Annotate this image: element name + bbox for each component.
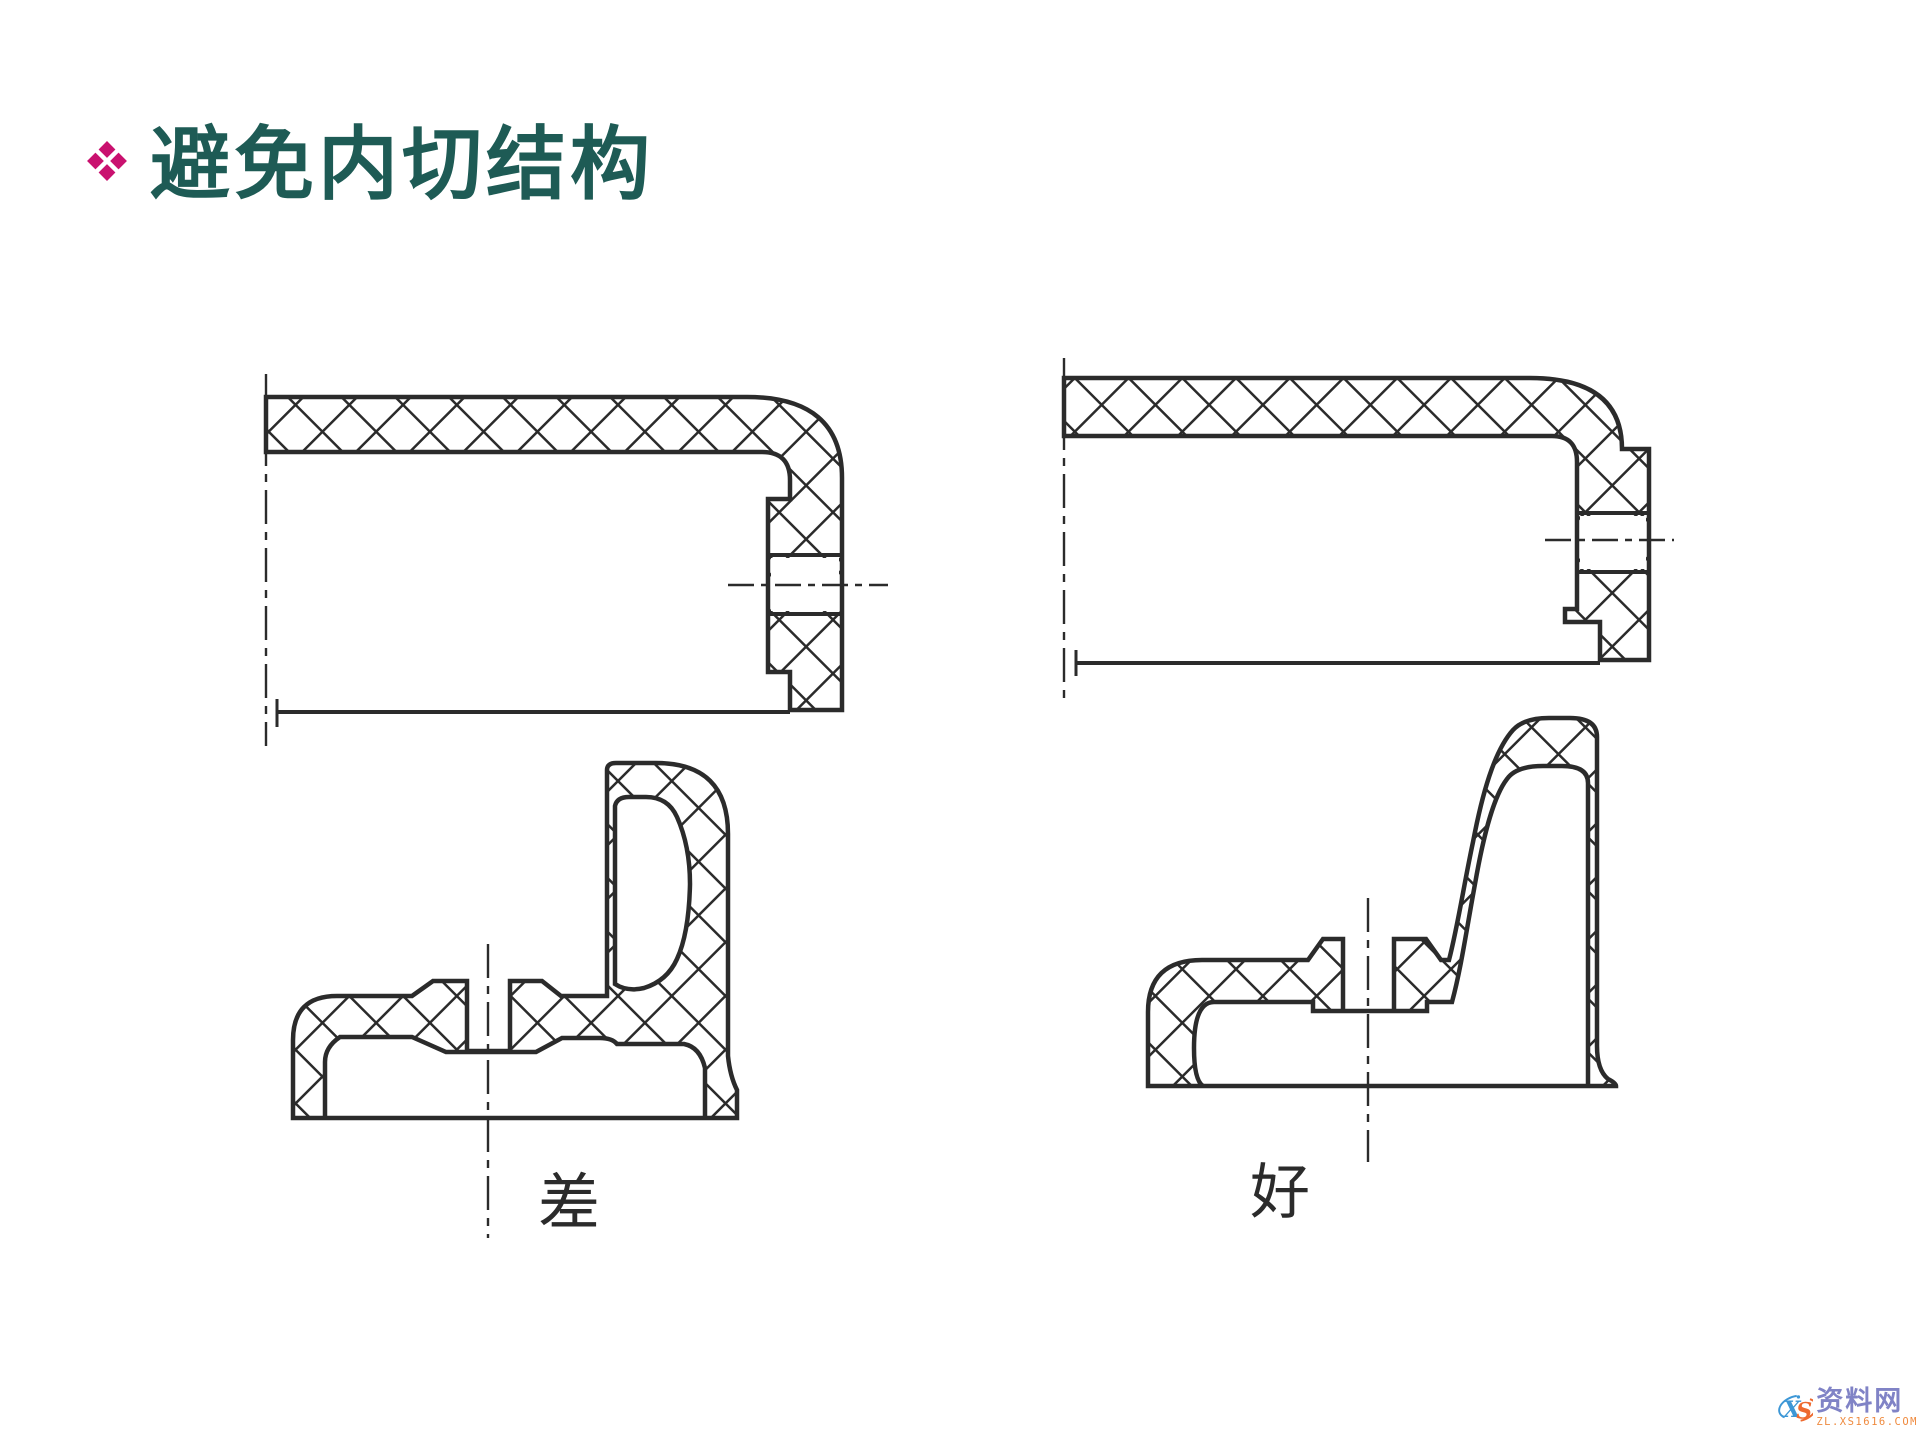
hole-opening — [1580, 516, 1646, 569]
title-row: 避免内切结构 — [0, 0, 1920, 230]
watermark-text: 资料网 ZL.XS1616.COM — [1816, 1388, 1918, 1428]
watermark: X S 资料网 ZL.XS1616.COM — [1778, 1378, 1918, 1438]
watermark-logo-icon: X S — [1778, 1394, 1814, 1424]
page-title: 避免内切结构 — [150, 120, 654, 209]
part-section — [290, 760, 740, 1121]
diamond-bullet-icon — [87, 141, 127, 181]
drawing-bottom-left-bad — [290, 760, 740, 1238]
drawing-top-left-bad — [263, 374, 888, 746]
hole-edges — [768, 553, 842, 616]
watermark-x-letter: X — [1782, 1397, 1802, 1423]
watermark-site-url: ZL.XS1616.COM — [1816, 1416, 1918, 1429]
label-good: 好 — [1250, 1158, 1310, 1228]
hole-edges — [1577, 511, 1649, 574]
watermark-s-letter: S — [1796, 1398, 1812, 1424]
watermark-site-name: 资料网 — [1816, 1386, 1904, 1417]
drawing-top-right-good — [1061, 358, 1674, 706]
label-bad: 差 — [538, 1166, 601, 1239]
part-section — [1061, 375, 1652, 663]
drawing-bottom-right-good — [1145, 715, 1619, 1162]
part-section — [263, 394, 845, 713]
part-section — [1145, 715, 1619, 1089]
